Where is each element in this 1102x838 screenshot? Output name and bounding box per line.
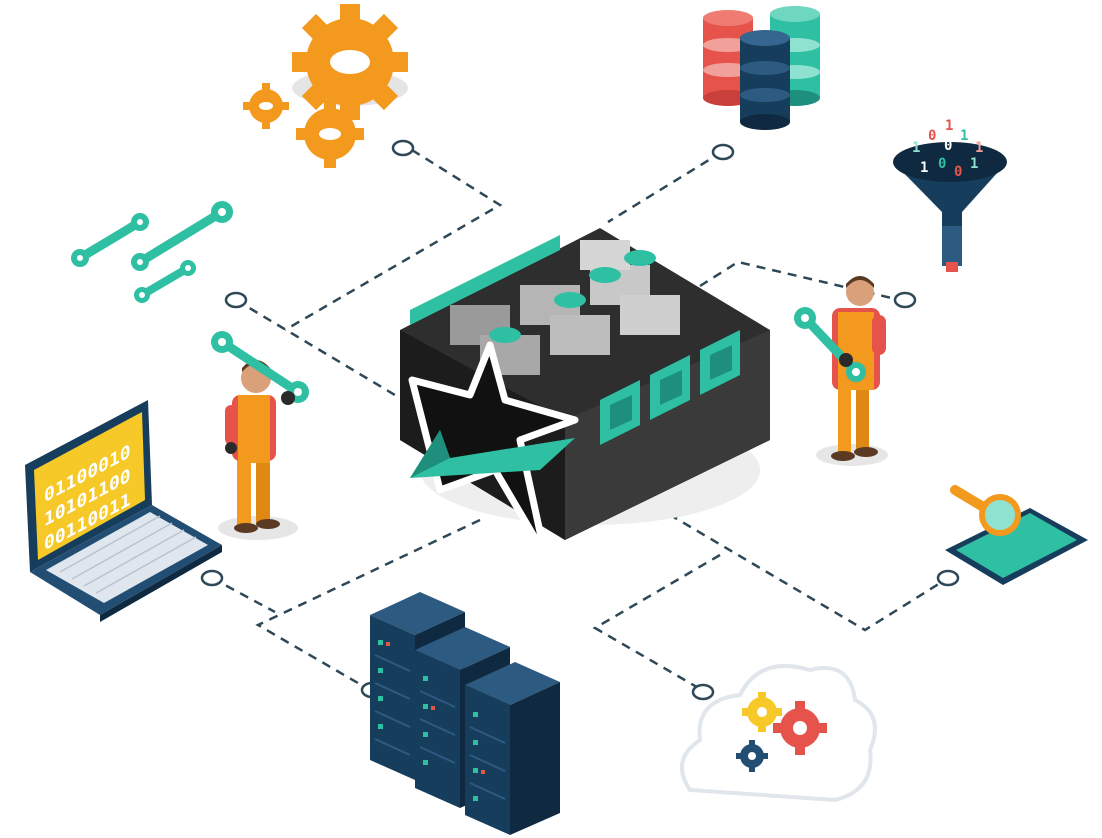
cloud-gears-icon — [680, 663, 877, 803]
funnel-bit: 1 — [920, 160, 928, 176]
funnel-bit: 1 — [975, 140, 983, 156]
funnel-bit: 0 — [928, 128, 936, 144]
server-engine-icon — [400, 228, 770, 540]
mechanic-figure — [794, 276, 888, 466]
funnel-bit: 1 — [970, 156, 978, 172]
funnel-bit: 0 — [938, 156, 946, 172]
connector-lines — [211, 148, 946, 692]
funnel-bit: 0 — [954, 164, 962, 180]
funnel-bit: 0 — [970, 116, 978, 132]
tablet-magnifier-icon — [945, 485, 1088, 585]
funnel-bit: 1 — [912, 140, 920, 156]
database-stack-icon — [703, 6, 820, 130]
server-rack-icon — [370, 592, 560, 835]
funnel-bit: 1 — [960, 128, 968, 144]
mechanic-figure — [211, 331, 309, 540]
laptop-binary-icon: 01100010 10101100 00110011 — [25, 400, 222, 622]
funnel-bit: 0 — [944, 138, 952, 154]
star-logo-icon — [408, 341, 579, 559]
gears-icon — [243, 4, 408, 168]
wrenches-icon — [71, 201, 233, 303]
funnel-bit: 0 — [988, 128, 996, 144]
data-funnel-icon: 1 0 0 1 1 0 1 0 0 1 1 0 — [893, 116, 1007, 272]
funnel-bit: 1 — [945, 118, 953, 134]
